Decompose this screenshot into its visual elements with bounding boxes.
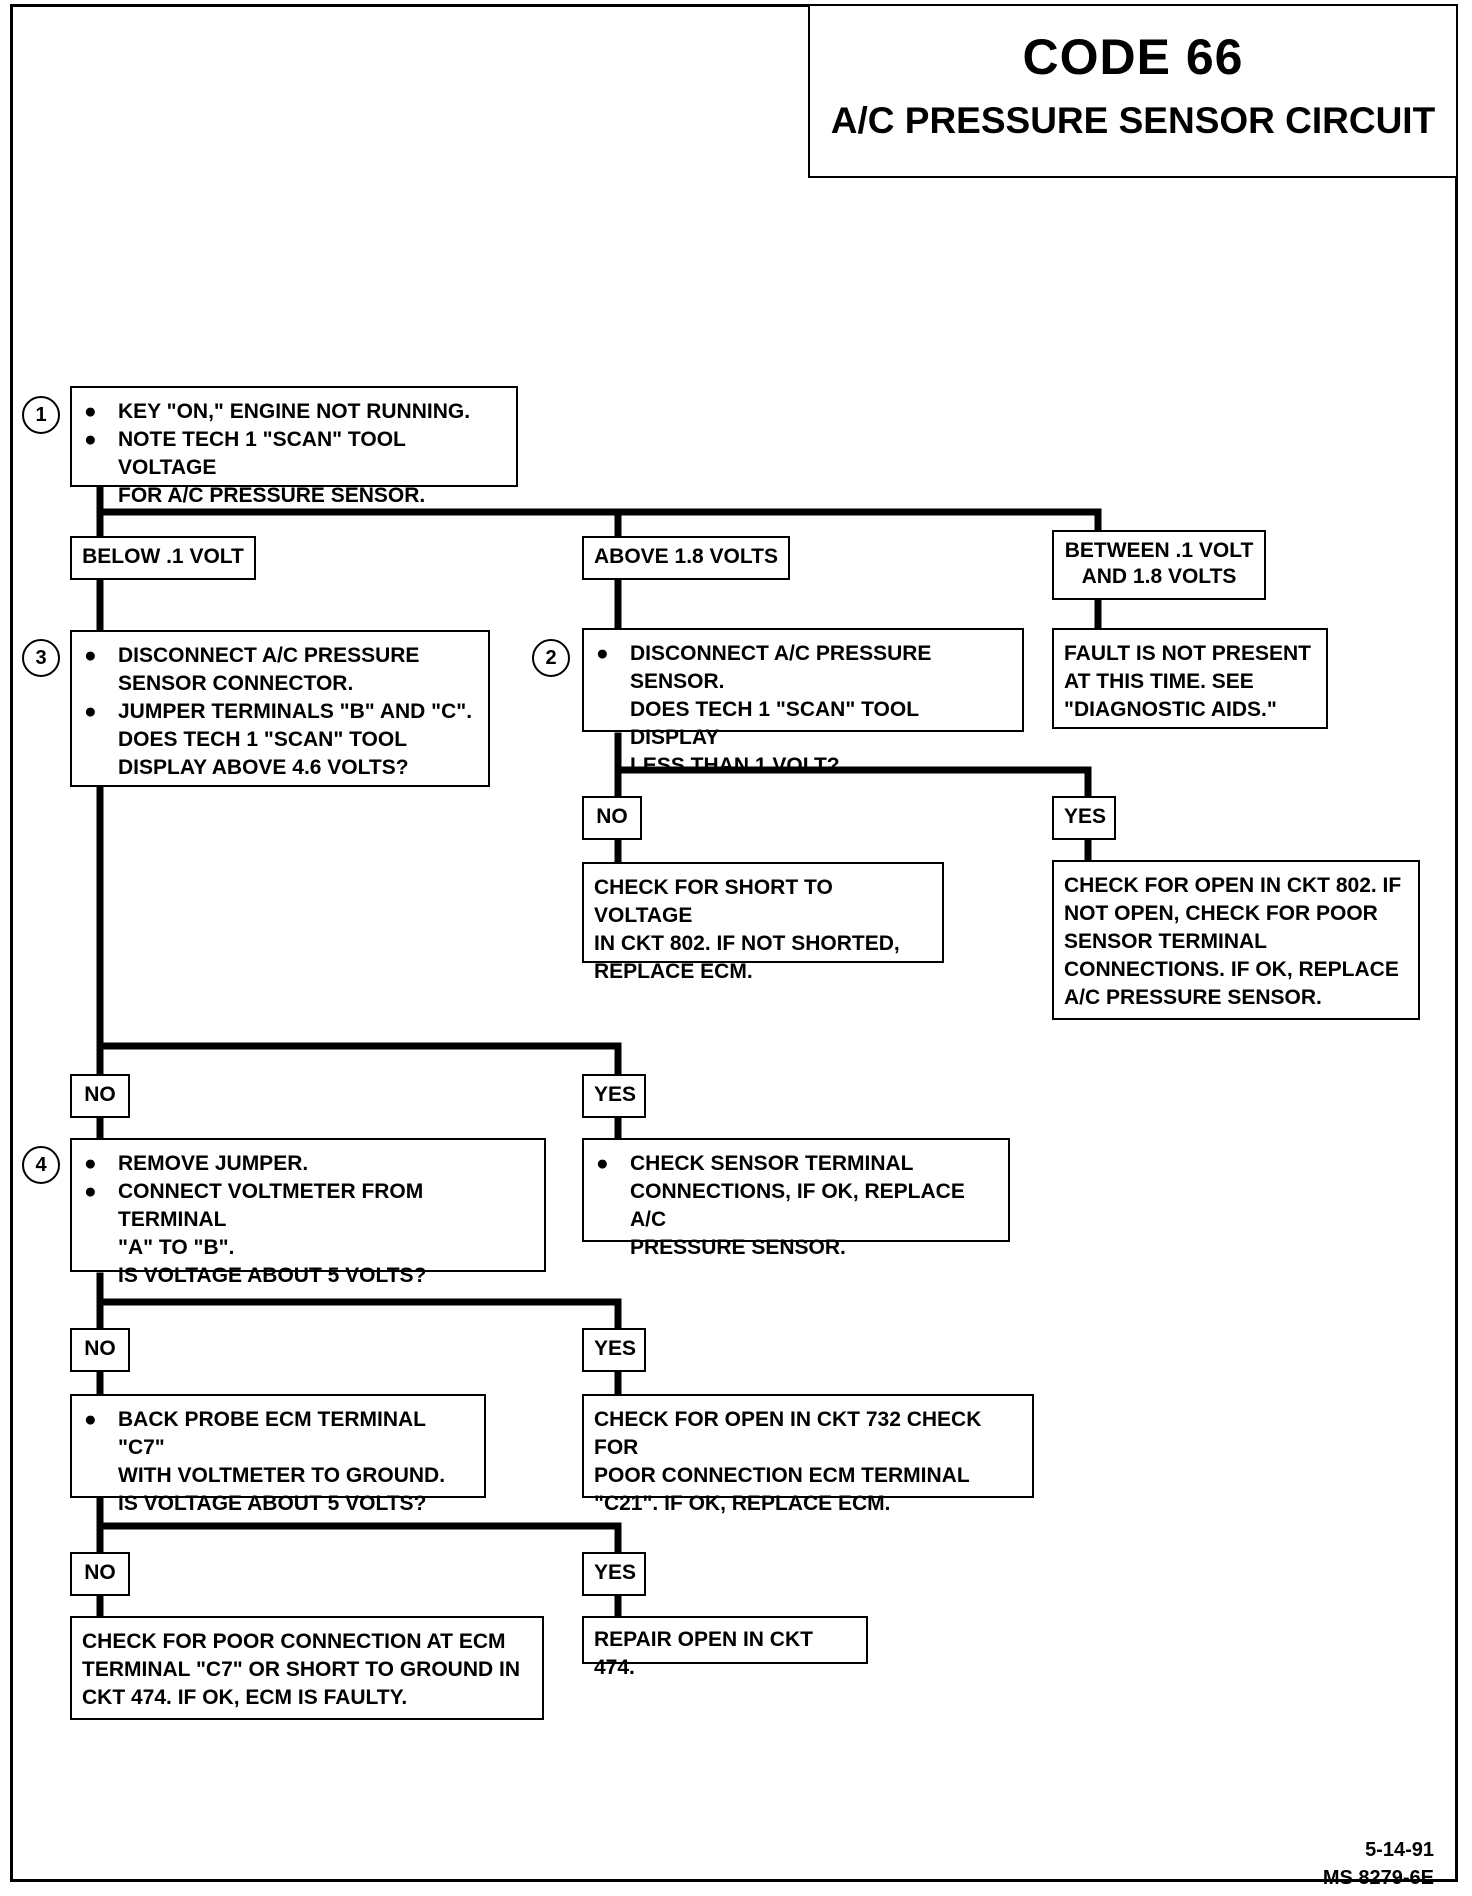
step-1-box: ●KEY "ON," ENGINE NOT RUNNING. ●NOTE TEC… [70, 386, 518, 507]
back-probe-box: ●BACK PROBE ECM TERMINAL "C7" WITH VOLTM… [70, 1394, 486, 1515]
yes-label: YES [582, 1074, 646, 1118]
step-marker-2: 2 [532, 639, 570, 677]
step-marker-3: 3 [22, 639, 60, 677]
bullet-icon: ● [84, 428, 97, 451]
check-open-802-box: CHECK FOR OPEN IN CKT 802. IF NOT OPEN, … [1052, 860, 1420, 1020]
check-short-box: CHECK FOR SHORT TO VOLTAGE IN CKT 802. I… [582, 862, 944, 983]
revision-date: 5-14-91 [1365, 1839, 1434, 1861]
bullet-icon: ● [84, 1180, 97, 1203]
check-open-732-box: CHECK FOR OPEN IN CKT 732 CHECK FOR POOR… [582, 1394, 1034, 1515]
step-marker-4: 4 [22, 1146, 60, 1184]
below-label: BELOW .1 VOLT [70, 536, 256, 580]
document-reference: MS 8279-6E [1322, 1867, 1434, 1889]
no-label: NO [70, 1074, 130, 1118]
check-sensor-terminal-box: ●CHECK SENSOR TERMINAL CONNECTIONS, IF O… [582, 1138, 1010, 1259]
yes-label: YES [582, 1552, 646, 1596]
no-label: NO [70, 1552, 130, 1596]
bullet-icon: ● [84, 1408, 97, 1431]
bullet-icon: ● [84, 400, 97, 423]
circuit-subtitle: A/C PRESSURE SENSOR CIRCUIT [830, 100, 1436, 141]
bullet-icon: ● [84, 1152, 97, 1175]
bullet-icon: ● [596, 642, 609, 665]
step-marker-1: 1 [22, 396, 60, 434]
step-2-box: ●DISCONNECT A/C PRESSURE SENSOR. DOES TE… [582, 628, 1024, 777]
yes-label: YES [582, 1328, 646, 1372]
step-3-box: ●DISCONNECT A/C PRESSURE SENSOR CONNECTO… [70, 630, 490, 787]
bullet-icon: ● [84, 644, 97, 667]
above-label: ABOVE 1.8 VOLTS [582, 536, 790, 580]
yes-label: YES [1052, 796, 1116, 840]
code-title: CODE 66 [1022, 29, 1244, 85]
bullet-icon: ● [84, 700, 97, 723]
bullet-icon: ● [596, 1152, 609, 1175]
check-poor-connection-box: CHECK FOR POOR CONNECTION AT ECM TERMINA… [70, 1616, 544, 1720]
page-frame [10, 4, 1458, 1882]
title-block: CODE 66 A/C PRESSURE SENSOR CIRCUIT [808, 4, 1458, 178]
document-footer: 5-14-91 MS 8279-6E [1323, 1836, 1434, 1892]
step-4-box: ●REMOVE JUMPER. ●CONNECT VOLTMETER FROM … [70, 1138, 546, 1287]
repair-open-474-box: REPAIR OPEN IN CKT 474. [582, 1616, 868, 1679]
between-label: BETWEEN .1 VOLT AND 1.8 VOLTS [1052, 530, 1266, 600]
fault-not-present-box: FAULT IS NOT PRESENT AT THIS TIME. SEE "… [1052, 628, 1328, 729]
no-label: NO [70, 1328, 130, 1372]
no-label: NO [582, 796, 642, 840]
